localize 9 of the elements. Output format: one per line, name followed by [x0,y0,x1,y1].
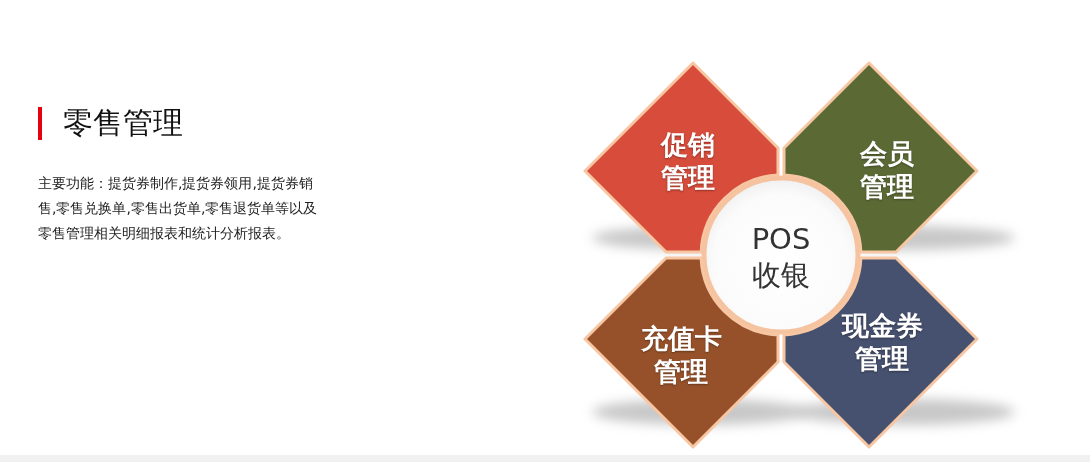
description-text: 主要功能：提货券制作,提货券领用,提货券销售,零售兑换单,零售出货单,零售退货单等以及零售管理相关明细报表和统计分析报表。 [38,174,319,243]
segment-label: 现金券管理 [840,309,924,375]
diamond-segment [781,255,980,450]
segment-label: 充值卡管理 [639,322,723,388]
diamond-segment [582,255,781,450]
segment-label: 会员管理 [859,137,915,203]
segment-label: 促销管理 [659,128,716,194]
section-title: 零售管理 [63,105,183,141]
center-label: POS收银 [750,221,812,293]
